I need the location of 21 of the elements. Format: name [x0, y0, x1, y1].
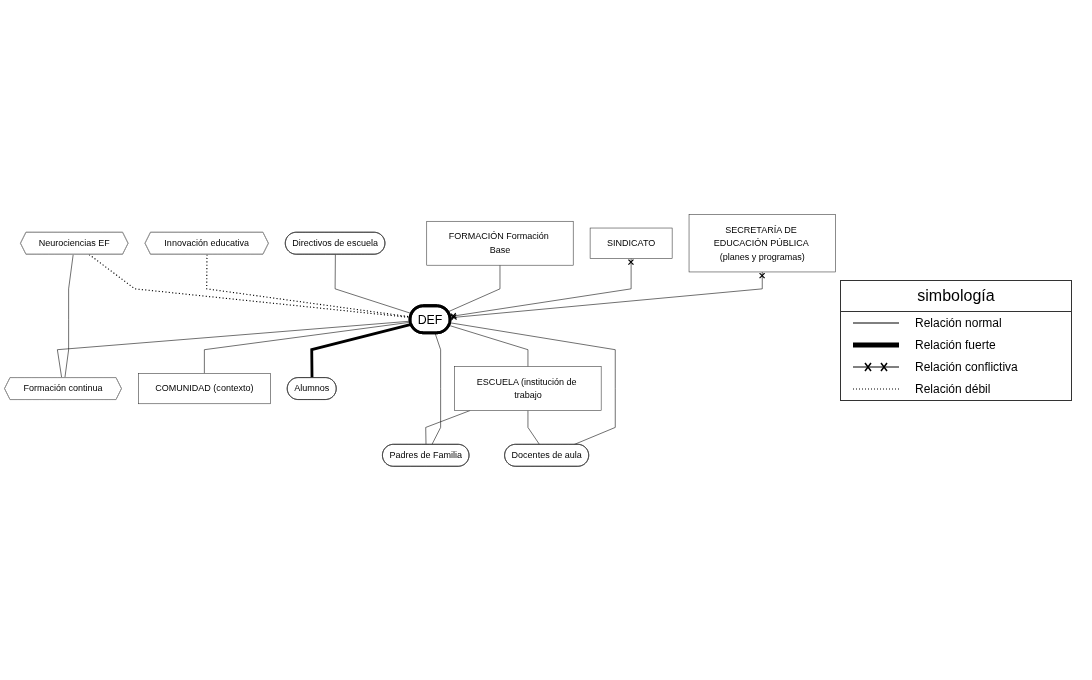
connector [310, 322, 412, 378]
connector [88, 253, 412, 318]
legend-text: Relación conflictiva [915, 359, 1018, 374]
legend-title: simbología [841, 280, 1071, 312]
legend-text: Relación normal [915, 315, 1002, 330]
connector [527, 409, 540, 445]
node-box: COMUNIDAD (contexto) [138, 372, 271, 404]
connector [431, 332, 441, 445]
node-box: FORMACIÓN Formación Base [426, 220, 574, 266]
node-box: SECRETARÍA DE EDUCACIÓN PÚBLICA (planes y programas) [688, 213, 836, 272]
legend-text: Relación fuerte [915, 337, 996, 352]
legend-text: Relación débil [915, 381, 991, 396]
connector [57, 320, 411, 378]
connector [448, 324, 529, 367]
node-box: SINDICATO [589, 227, 673, 259]
connector [206, 253, 412, 318]
node-box: ESCUELA (institución de trabajo [454, 365, 602, 411]
connector [64, 253, 74, 378]
connector [449, 322, 616, 445]
connector [204, 321, 411, 374]
connector [334, 253, 412, 314]
